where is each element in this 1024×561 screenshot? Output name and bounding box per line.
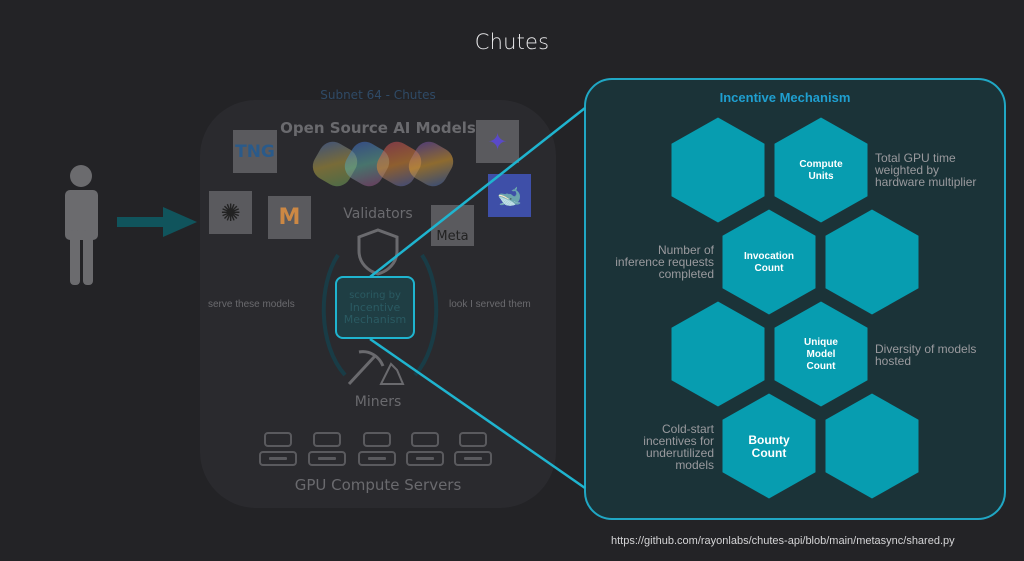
desc-invocation-count: Number of inference requests completed xyxy=(594,244,714,280)
server-icon xyxy=(259,432,297,466)
serve-models-text: serve these models xyxy=(208,299,295,310)
desc-unique-model-count: Diversity of models hosted xyxy=(875,343,976,367)
zoom-connector-bottom xyxy=(369,337,586,490)
label-line: Count xyxy=(806,361,836,372)
gpu-servers xyxy=(259,432,499,472)
desc-bounty-count: Cold-start incentives for underutilized … xyxy=(594,423,714,471)
desc-line: weighted by xyxy=(875,163,940,177)
desc-line: Diversity of models xyxy=(875,342,977,356)
pickaxe-icon xyxy=(347,350,405,386)
desc-line: models xyxy=(675,458,714,472)
source-url-link[interactable]: https://github.com/rayonlabs/chutes-api/… xyxy=(611,535,955,547)
hex-label-compute-units: Compute Units xyxy=(776,159,866,183)
page-title: Chutes xyxy=(474,30,550,54)
incentive-title: Incentive Mechanism xyxy=(719,90,851,105)
server-icon xyxy=(454,432,492,466)
scoring-line: scoring by xyxy=(349,289,401,301)
models-title: Open Source AI Models xyxy=(280,119,476,137)
hex-unique-model-count xyxy=(774,301,868,407)
deepseek-logo: 🐋 xyxy=(488,174,531,217)
hex-label-invocation-count: Invocation Count xyxy=(724,251,814,275)
label-line: Compute xyxy=(799,159,843,170)
hex-empty xyxy=(671,117,765,223)
label-line: Units xyxy=(808,171,834,182)
miners-label: Miners xyxy=(354,394,402,410)
qwen-logo: ✦ xyxy=(476,120,519,163)
desc-line: hardware multiplier xyxy=(875,175,977,189)
label-line: Model xyxy=(806,349,836,360)
hex-compute-units xyxy=(774,117,868,223)
desc-line: Total GPU time xyxy=(875,151,956,165)
server-icon xyxy=(406,432,444,466)
openai-logo: ✺ xyxy=(209,191,252,234)
label-line: Count xyxy=(751,446,787,460)
hex-bounty-count xyxy=(722,393,816,499)
desc-line: hosted xyxy=(875,354,912,368)
tng-logo: TNG xyxy=(233,130,277,173)
label-line: Unique xyxy=(804,337,838,348)
hex-empty xyxy=(825,393,919,499)
desc-line: underutilized xyxy=(645,446,714,460)
desc-line: Cold-start xyxy=(661,422,714,436)
hex-label-unique-model-count: Unique Model Count xyxy=(776,337,866,373)
mistral-logo: M xyxy=(268,196,311,239)
hex-empty xyxy=(825,209,919,315)
subnet-label: Subnet 64 - Chutes xyxy=(320,88,436,102)
server-icon xyxy=(308,432,346,466)
scoring-line: Mechanism xyxy=(343,312,407,326)
validators-label: Validators xyxy=(343,206,413,222)
scoring-line: Incentive xyxy=(349,300,401,314)
served-them-text: look I served them xyxy=(449,299,531,310)
desc-line: completed xyxy=(658,267,714,281)
hex-label-bounty-count: Bounty Count xyxy=(724,434,814,460)
desc-line: Number of xyxy=(657,243,714,257)
server-icon xyxy=(358,432,396,466)
label-line: Invocation xyxy=(743,251,794,262)
desc-line: inference requests xyxy=(615,255,714,269)
hex-empty xyxy=(671,301,765,407)
label-line: Count xyxy=(754,263,784,274)
user-icon xyxy=(65,165,98,285)
cycle-arrows-icon xyxy=(321,253,439,377)
gpu-servers-label: GPU Compute Servers xyxy=(294,476,462,494)
hex-invocation-count xyxy=(722,209,816,315)
arrow-right-icon xyxy=(117,207,197,237)
label-line: Bounty xyxy=(748,433,790,447)
desc-compute-units: Total GPU time weighted by hardware mult… xyxy=(875,152,976,188)
scoring-box[interactable]: scoring by Incentive Mechanism xyxy=(335,276,415,339)
desc-line: incentives for xyxy=(643,434,714,448)
zoom-connector-top xyxy=(369,107,586,278)
